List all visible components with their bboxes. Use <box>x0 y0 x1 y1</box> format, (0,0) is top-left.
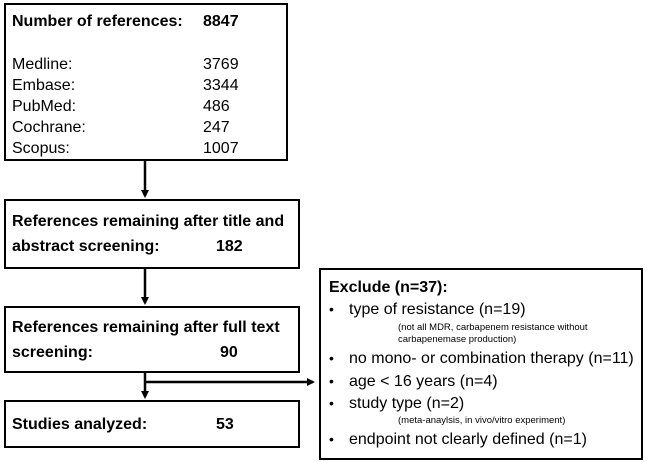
source-value-medline: 3769 <box>203 56 239 73</box>
studies-analyzed-value: 53 <box>216 416 234 433</box>
full-text-value: 90 <box>220 344 238 361</box>
exclude-item-resistance-note-1: (not all MDR, carbapenem resistance with… <box>398 322 588 333</box>
source-label-scopus: Scopus: <box>12 140 70 157</box>
bullet-icon: • <box>329 301 334 317</box>
studies-analyzed-label: Studies analyzed: <box>12 416 148 433</box>
source-value-embase: 3344 <box>203 77 239 94</box>
exclude-item-therapy: no mono- or combination therapy (n=11) <box>349 350 634 367</box>
full-text-line1: References remaining after full text <box>12 319 280 336</box>
title-abstract-line2: abstract screening: <box>12 238 160 255</box>
title-abstract-line1: References remaining after title and <box>12 213 285 230</box>
full-text-box: References remaining after full text scr… <box>4 306 300 373</box>
bullet-icon: • <box>329 431 334 447</box>
bullet-icon: • <box>329 373 334 389</box>
references-box: Number of references: 8847 Medline: 3769… <box>4 3 288 161</box>
source-value-scopus: 1007 <box>203 140 239 157</box>
bullet-icon: • <box>329 395 334 411</box>
exclude-item-age: age < 16 years (n=4) <box>349 373 498 390</box>
references-title: Number of references: <box>12 13 183 30</box>
source-label-embase: Embase: <box>12 77 76 94</box>
references-total: 8847 <box>203 13 239 30</box>
exclude-item-study-type-note: (meta-anaylsis, in vivo/vitro experiment… <box>398 415 566 426</box>
exclude-box: Exclude (n=37): • type of resistance (n=… <box>319 268 643 460</box>
studies-analyzed-box: Studies analyzed: 53 <box>4 400 300 448</box>
exclude-item-endpoint: endpoint not clearly defined (n=1) <box>349 431 587 448</box>
source-value-cochrane: 247 <box>203 119 230 136</box>
exclude-item-resistance-note-2: carbapenemase production) <box>398 334 517 345</box>
full-text-line2: screening: <box>12 344 93 361</box>
exclude-item-resistance: type of resistance (n=19) <box>349 301 526 318</box>
exclude-item-study-type: study type (n=2) <box>349 395 465 412</box>
exclude-title: Exclude (n=37): <box>329 279 448 296</box>
source-value-pubmed: 486 <box>203 98 230 115</box>
source-label-medline: Medline: <box>12 56 73 73</box>
bullet-icon: • <box>329 350 334 366</box>
source-label-cochrane: Cochrane: <box>12 119 86 136</box>
source-label-pubmed: PubMed: <box>12 98 77 115</box>
title-abstract-value: 182 <box>216 238 243 255</box>
title-abstract-box: References remaining after title and abs… <box>4 199 300 269</box>
